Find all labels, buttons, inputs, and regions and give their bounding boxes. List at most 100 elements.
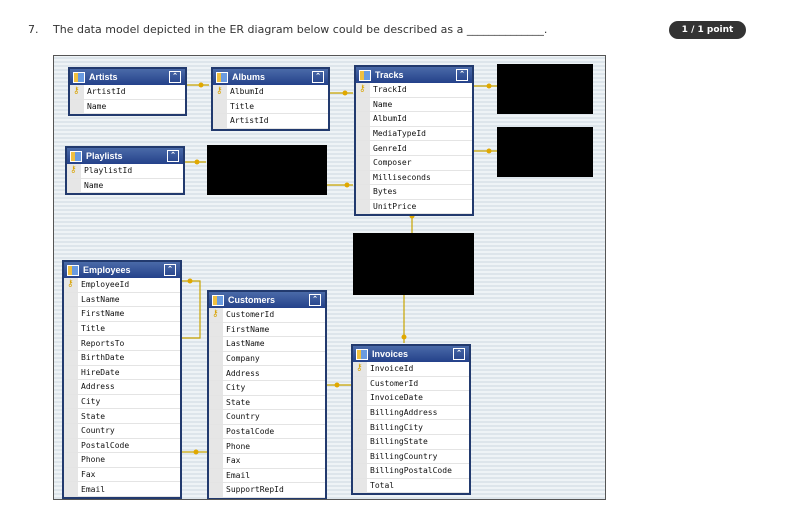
field-name: FirstName: [226, 324, 270, 334]
field-row: UnitPrice: [356, 199, 472, 215]
field-row: Email: [209, 468, 325, 484]
field-row: SupportRepId: [209, 483, 325, 498]
field-name: UnitPrice: [373, 202, 417, 212]
field-name: AlbumId: [373, 114, 407, 124]
field-name: BillingState: [370, 437, 428, 447]
field-name: FirstName: [81, 309, 125, 319]
field-row: LastName: [64, 292, 180, 308]
field-name: Bytes: [373, 187, 398, 197]
field-name: BillingCity: [370, 422, 423, 432]
collapse-icon[interactable]: ⌃: [164, 264, 176, 276]
collapse-icon[interactable]: ⌃: [169, 71, 181, 83]
field-name: Phone: [226, 441, 251, 451]
field-row: Fax: [209, 453, 325, 469]
field-name: Total: [370, 481, 395, 491]
field-row: ⚷ CustomerId: [209, 308, 325, 323]
table-artists-header[interactable]: Artists ⌃: [70, 69, 185, 85]
collapse-icon[interactable]: ⌃: [312, 71, 324, 83]
field-name: TrackId: [373, 85, 407, 95]
table-invoices[interactable]: Invoices ⌃ ⚷ InvoiceId CustomerId Invoice…: [351, 344, 471, 496]
table-playlists-header[interactable]: Playlists ⌃: [67, 148, 183, 164]
field-row: Composer: [356, 155, 472, 171]
field-name: Composer: [373, 158, 412, 168]
field-row: HireDate: [64, 365, 180, 381]
field-name: Milliseconds: [373, 172, 431, 182]
field-name: City: [81, 397, 101, 407]
field-row: GenreId: [356, 141, 472, 156]
table-employees-header[interactable]: Employees ⌃: [64, 262, 180, 278]
er-diagram: Artists ⌃ ⚷ArtistId Name Albums ⌃ ⚷Album…: [53, 55, 606, 500]
table-tracks[interactable]: Tracks ⌃ ⚷ TrackId Name AlbumId MediaType…: [354, 65, 474, 217]
field-row: MediaTypeId: [356, 126, 472, 142]
table-artists-title: Artists: [89, 72, 118, 82]
field-row: ⚷AlbumId: [213, 85, 328, 100]
field-row: ⚷ArtistId: [70, 85, 185, 100]
field-name: Country: [81, 426, 115, 436]
field-name: InvoiceId: [370, 364, 414, 374]
table-albums-header[interactable]: Albums ⌃: [213, 69, 328, 85]
field-row: Email: [64, 482, 180, 497]
field-name: Name: [373, 99, 393, 109]
field-name: SupportRepId: [226, 485, 284, 495]
redacted-table: [497, 127, 593, 177]
field-row: Address: [64, 380, 180, 395]
field-row: PostalCode: [64, 438, 180, 454]
table-customers-header[interactable]: Customers ⌃: [209, 292, 325, 308]
field-name: CustomerId: [370, 378, 419, 388]
key-icon: ⚷: [67, 279, 74, 289]
key-icon: ⚷: [356, 363, 363, 373]
field-name: ArtistId: [87, 87, 126, 97]
key-icon: ⚷: [359, 84, 366, 94]
table-playlists[interactable]: Playlists ⌃ ⚷PlaylistId Name: [65, 146, 185, 196]
field-row: BillingState: [353, 434, 469, 450]
table-employees[interactable]: Employees ⌃ ⚷ EmployeeId LastName FirstNa…: [62, 260, 182, 499]
field-name: BillingCountry: [370, 451, 438, 461]
table-albums[interactable]: Albums ⌃ ⚷AlbumId Title ArtistId: [211, 67, 330, 131]
table-customers[interactable]: Customers ⌃ ⚷ CustomerId FirstName LastNa…: [207, 290, 327, 499]
field-row: BirthDate: [64, 350, 180, 366]
field-name: BirthDate: [81, 353, 125, 363]
field-row: Title: [213, 99, 328, 115]
field-name: EmployeeId: [81, 280, 130, 290]
field-row: ⚷ InvoiceId: [353, 362, 469, 377]
relationship-lines: [180, 82, 497, 455]
field-row: FirstName: [64, 307, 180, 322]
field-row: Phone: [209, 439, 325, 454]
field-name: LastName: [81, 294, 120, 304]
field-row: City: [209, 380, 325, 396]
field-name: State: [81, 411, 106, 421]
field-name: Company: [226, 354, 260, 364]
field-name: Phone: [81, 455, 106, 465]
table-icon: [70, 150, 82, 162]
collapse-icon[interactable]: ⌃: [456, 69, 468, 81]
field-row: ArtistId: [213, 114, 328, 129]
field-row: BillingCountry: [353, 449, 469, 465]
collapse-icon[interactable]: ⌃: [309, 294, 321, 306]
field-name: Fax: [81, 470, 96, 480]
key-icon: ⚷: [212, 309, 219, 319]
table-artists[interactable]: Artists ⌃ ⚷ArtistId Name: [68, 67, 187, 117]
field-row: Phone: [64, 453, 180, 468]
field-row: BillingAddress: [353, 405, 469, 421]
table-icon: [359, 69, 371, 81]
field-name: CustomerId: [226, 310, 275, 320]
table-employees-title: Employees: [83, 265, 131, 275]
table-invoices-header[interactable]: Invoices ⌃: [353, 346, 469, 362]
field-name: PostalCode: [81, 440, 130, 450]
field-row: LastName: [209, 337, 325, 352]
field-name: MediaTypeId: [373, 129, 426, 139]
field-row: Milliseconds: [356, 170, 472, 186]
field-name: GenreId: [373, 143, 407, 153]
field-row: ReportsTo: [64, 336, 180, 351]
field-row: Address: [209, 366, 325, 381]
question-text: The data model depicted in the ER diagra…: [53, 23, 548, 36]
field-row: BillingCity: [353, 420, 469, 435]
field-row: PostalCode: [209, 424, 325, 440]
field-name: Title: [230, 101, 255, 111]
key-icon: ⚷: [70, 165, 77, 175]
table-tracks-header[interactable]: Tracks ⌃: [356, 67, 472, 83]
collapse-icon[interactable]: ⌃: [167, 150, 179, 162]
table-customers-title: Customers: [228, 295, 276, 305]
field-row: ⚷ TrackId: [356, 83, 472, 98]
collapse-icon[interactable]: ⌃: [453, 348, 465, 360]
